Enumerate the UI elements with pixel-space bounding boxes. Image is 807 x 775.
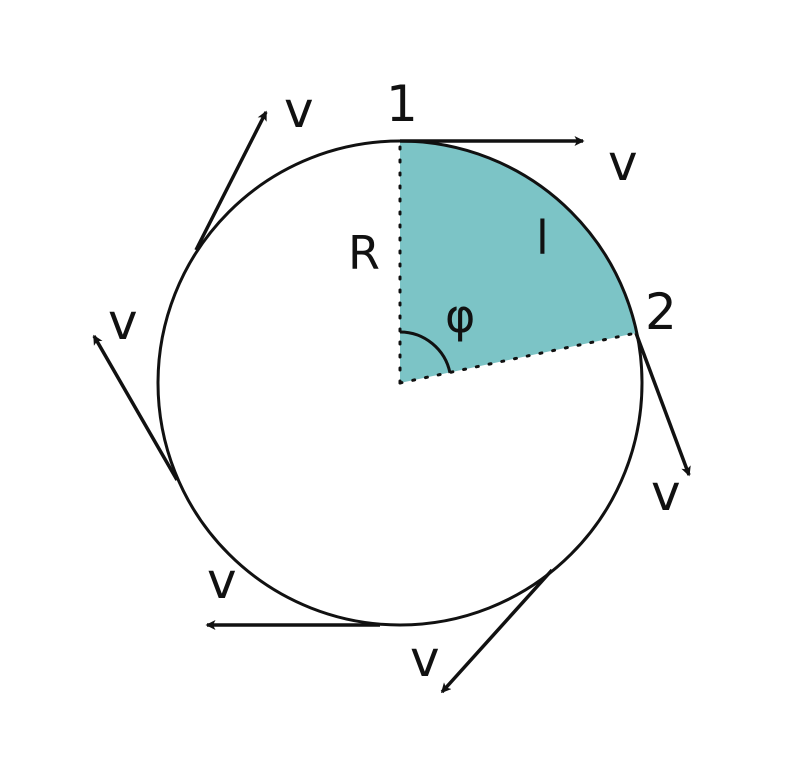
velocity-label-bottom: v <box>207 552 237 610</box>
point-1-label: 1 <box>386 75 418 133</box>
velocity-arrow-right <box>634 332 691 477</box>
velocity-label-upper-left: v <box>284 81 314 139</box>
velocity-arrow-lower-right <box>440 568 554 694</box>
velocity-arrow-upper-left <box>194 110 268 251</box>
angle-arc <box>399 330 452 374</box>
angle-label: φ <box>445 289 475 343</box>
sector-fill <box>400 141 636 383</box>
velocity-label-right: v <box>651 464 681 522</box>
velocity-arrow-left <box>92 334 179 481</box>
radius-line-to-2 <box>398 331 638 385</box>
point-2-label: 2 <box>645 283 677 341</box>
velocity-label-top: v <box>608 134 638 192</box>
radius-label: R <box>348 226 380 280</box>
arc-length-label: l <box>536 211 549 265</box>
velocity-label-lower-right: v <box>410 630 440 688</box>
velocity-label-left: v <box>108 293 138 351</box>
